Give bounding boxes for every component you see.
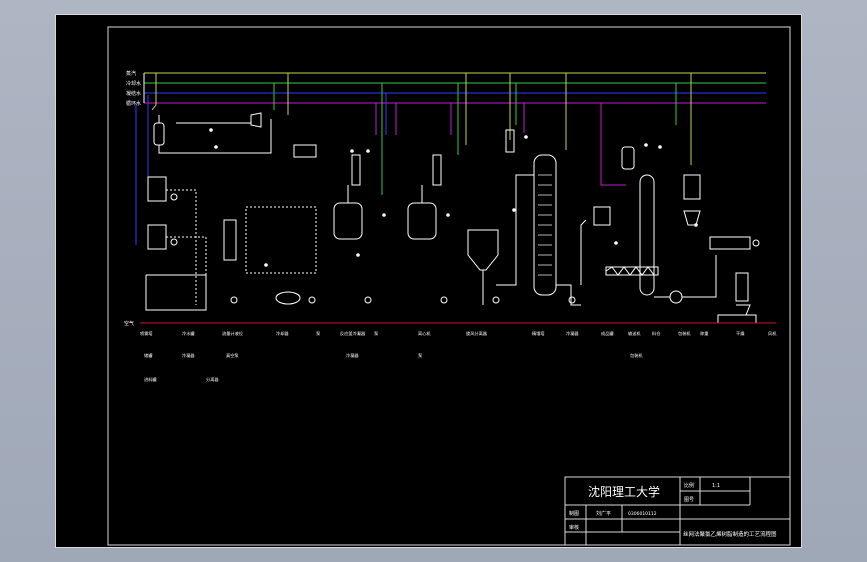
utility-label-0: 蒸汽	[126, 70, 136, 77]
tag-r2-3: 冷凝器	[346, 352, 359, 359]
tag-r1-6: 泵	[374, 331, 378, 336]
tag-r1-1: 冷水罐	[182, 330, 195, 337]
screw-conveyor	[605, 266, 659, 276]
title-block-text: 沈阳理工大学 比例 1:1 图号 制图 刘广平 0306010112 审核 丝网…	[569, 482, 777, 538]
tag-r1-11: 成品罐	[601, 330, 614, 337]
tag-r1-4: 泵	[316, 331, 320, 336]
tag-r1-12: 输送机	[628, 330, 641, 337]
condenser-1	[351, 154, 361, 186]
tag-r1-13: 料仓	[652, 330, 661, 337]
drawing-no-label: 图号	[684, 497, 694, 503]
packing-silo	[735, 272, 749, 302]
dryer-drum	[709, 236, 751, 250]
designer-name: 刘广平	[596, 510, 611, 517]
cyclone-separator	[467, 229, 499, 271]
feed-column	[223, 219, 237, 261]
reviewer-label: 审核	[569, 524, 579, 531]
drum-1	[147, 176, 167, 202]
condenser-2	[432, 154, 442, 186]
valves	[209, 128, 698, 267]
tag-r1-3: 冷却器	[276, 330, 289, 337]
tag-r1-10: 冷凝器	[566, 330, 579, 337]
tag-r1-15: 称重	[700, 330, 708, 337]
separator-right	[621, 146, 635, 170]
tag-r3-0: 进料罐	[144, 376, 157, 383]
mixer-tank	[275, 291, 301, 305]
pump-1	[170, 193, 178, 201]
blower	[669, 290, 683, 304]
equipment-tags-row2: 储罐 冷凝器 真空泵 冷凝器 泵 包装机	[144, 352, 643, 359]
pump-2	[170, 238, 178, 246]
tag-r2-0: 储罐	[144, 352, 153, 359]
tag-r1-16: 干燥	[736, 330, 745, 337]
utility-label-3: 循环水	[126, 100, 141, 107]
tag-r1-8: 旋风分离器	[466, 330, 488, 337]
air-label: 空气	[124, 320, 134, 327]
scale-label: 比例	[684, 482, 694, 489]
school-name: 沈阳理工大学	[588, 484, 660, 499]
equipment-tags-row3: 进料罐 分离器	[144, 376, 219, 383]
student-id: 0306010112	[628, 511, 657, 517]
title-block	[564, 476, 791, 546]
tag-r2-2: 真空泵	[226, 352, 239, 359]
utility-drops	[135, 73, 692, 245]
inner-border	[107, 26, 791, 546]
tag-r1-7: 离心机	[418, 330, 431, 337]
dryer	[593, 206, 611, 226]
scale-value: 1:1	[712, 483, 720, 489]
process-flow-diagram: 蒸汽 冷却水 凝结水 循环水	[107, 26, 791, 546]
reactor-1	[333, 202, 363, 240]
pipe-loop	[639, 174, 655, 296]
box-1	[293, 144, 317, 158]
tag-r1-2: 流量计液位	[222, 330, 243, 337]
tag-r1-14: 包装机	[678, 330, 691, 337]
tag-r3-1: 分离器	[206, 376, 219, 383]
designer-label: 制图	[569, 510, 579, 517]
utility-label-2: 凝结水	[126, 90, 141, 97]
scale	[717, 314, 757, 324]
equipment-tags-row1: 喷雾塔 冷水罐 流量计液位 冷却器 泵 反应釜冷凝器 泵 离心机 旋风分离器 精…	[140, 330, 777, 337]
utility-label-1: 冷却水	[126, 80, 141, 87]
reactor-2	[407, 202, 437, 240]
tag-r1-17: 风机	[768, 330, 777, 337]
utility-headers: 蒸汽 冷却水 凝结水 循环水	[126, 70, 766, 107]
storage-tank-left	[153, 122, 165, 146]
tag-r1-0: 喷雾塔	[140, 330, 153, 337]
drawing-sheet: 蒸汽 冷却水 凝结水 循环水	[55, 14, 802, 548]
air-line: 空气	[124, 320, 776, 327]
tag-r2-1: 冷凝器	[182, 352, 195, 359]
tag-r2-5: 包装机	[630, 352, 643, 359]
hopper	[683, 210, 701, 226]
heat-exchanger	[505, 129, 515, 153]
compressor	[250, 112, 262, 128]
tag-r1-9: 精馏塔	[532, 330, 545, 337]
drawing-title: 丝网法聚氯乙烯树脂制造的工艺流程图	[683, 530, 777, 538]
drum-2	[147, 224, 167, 250]
equipment	[145, 112, 760, 324]
tag-r2-4: 泵	[418, 353, 422, 358]
bag-filter	[683, 174, 701, 200]
tag-r1-5: 反应釜冷凝器	[340, 330, 366, 337]
distillation-column	[533, 154, 557, 296]
